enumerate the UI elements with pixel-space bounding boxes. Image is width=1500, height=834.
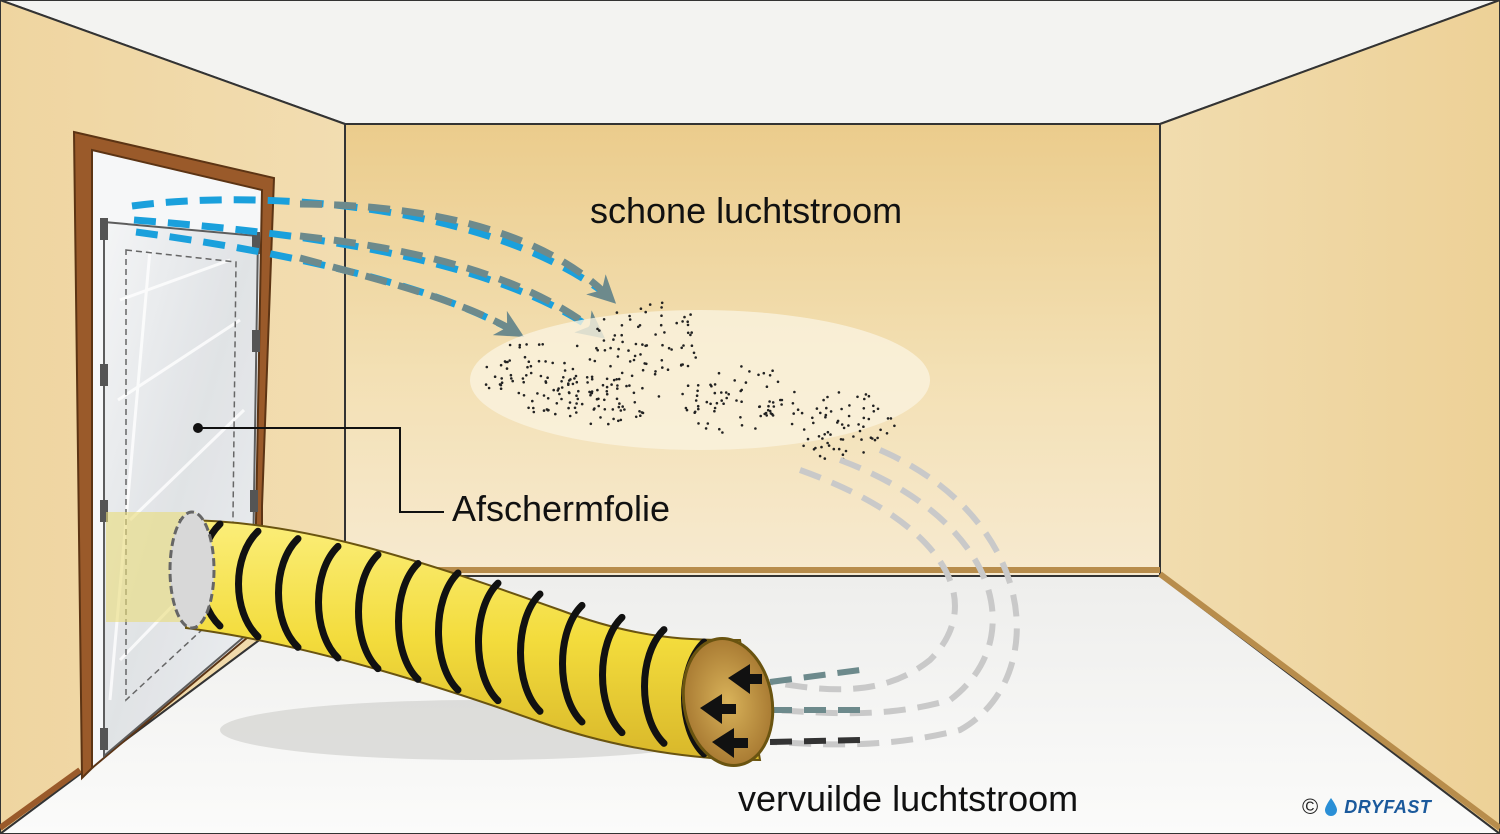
baseboard-right: [1158, 571, 1500, 831]
foil-tape: [100, 218, 260, 750]
clean-airflow-label: schone luchtstroom: [590, 190, 903, 231]
dust-cloud: [470, 301, 930, 461]
dirty-airflow-label: vervuilde luchtstroom: [738, 778, 1079, 819]
dirty-airflow-arrows: [769, 447, 1020, 748]
foil-leader-line: [193, 423, 444, 513]
baseboard-left: [0, 767, 82, 831]
flexible-hose: [178, 518, 762, 762]
dryfast-logo: DRYFAST: [1344, 796, 1432, 817]
hose-collar: [168, 510, 216, 630]
clean-airflow-arrows: [131, 196, 617, 339]
copyright-symbol: ©: [1302, 794, 1319, 819]
shield-foil-label: Afschermfolie: [452, 488, 671, 529]
hose-mouth: [681, 637, 775, 767]
water-drop-icon: [1325, 798, 1338, 816]
intake-arrows: [700, 664, 762, 758]
copyright-notice: © DRYFAST: [1302, 794, 1431, 820]
